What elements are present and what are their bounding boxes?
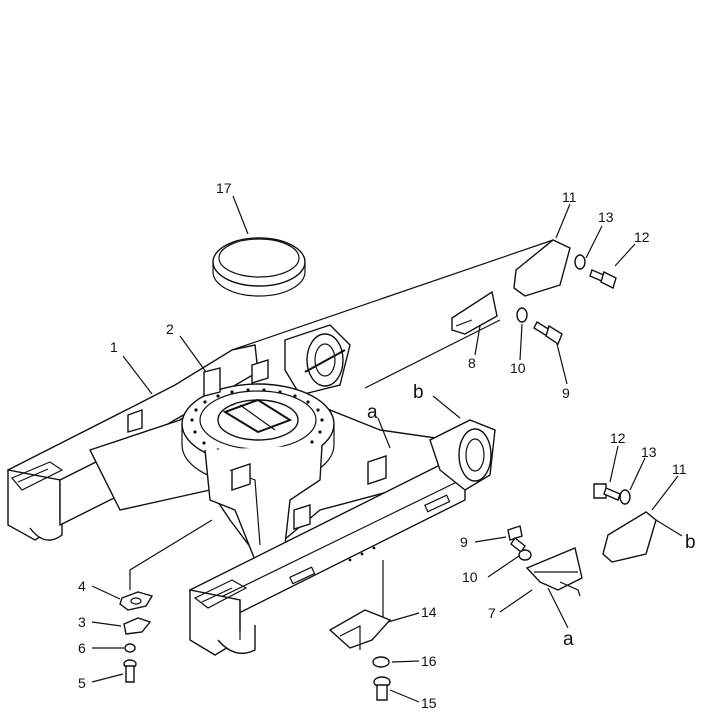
callout-4: 4 xyxy=(78,578,86,594)
cover-3 xyxy=(123,617,152,635)
washer-16 xyxy=(372,656,390,668)
ref-a-lower: a xyxy=(563,629,574,650)
washer-10-upper xyxy=(516,307,528,323)
bolt-9-lower xyxy=(507,525,526,554)
bolt-5 xyxy=(123,659,137,683)
callout-12-upper: 12 xyxy=(634,229,650,245)
ref-b-upper: b xyxy=(413,382,424,403)
callout-2: 2 xyxy=(166,321,174,337)
guard-plate-14 xyxy=(328,609,392,650)
callout-7: 7 xyxy=(488,605,496,621)
cover-plate-upper xyxy=(513,239,571,297)
callout-3: 3 xyxy=(78,614,86,630)
callout-8: 8 xyxy=(468,355,476,371)
bracket-7 xyxy=(525,547,583,597)
callout-12-lower: 12 xyxy=(610,430,626,446)
seal-ring-part xyxy=(212,237,306,297)
track-frame-part xyxy=(7,324,496,656)
bolt-9-upper xyxy=(533,321,563,346)
callout-13-lower: 13 xyxy=(641,444,657,460)
callout-labels: 17 2 1 11 13 12 8 10 9 b a 12 13 11 b 9 … xyxy=(78,180,696,711)
washer-13-lower xyxy=(619,489,631,505)
cover-plate-lower xyxy=(602,511,683,563)
callout-16: 16 xyxy=(421,653,437,669)
callout-6: 6 xyxy=(78,640,86,656)
bolt-15 xyxy=(373,676,391,701)
callout-10-lower: 10 xyxy=(462,569,478,585)
callout-1: 1 xyxy=(110,339,118,355)
ref-a-upper: a xyxy=(367,402,378,423)
bracket-8 xyxy=(451,290,498,335)
washer-13-upper xyxy=(574,254,586,270)
callout-10-upper: 10 xyxy=(510,360,526,376)
callout-9-upper: 9 xyxy=(562,385,570,401)
callout-13-upper: 13 xyxy=(598,209,614,225)
bolt-12-upper xyxy=(589,269,617,289)
plate-4 xyxy=(119,591,154,611)
ref-b-lower: b xyxy=(685,532,696,553)
callout-5: 5 xyxy=(78,675,86,691)
callout-14: 14 xyxy=(421,604,437,620)
callout-11-lower: 11 xyxy=(672,461,687,477)
leader-lines-long xyxy=(129,239,554,620)
bolt-12-lower xyxy=(593,483,621,501)
washer-6 xyxy=(124,643,136,653)
callout-11-upper: 11 xyxy=(562,189,577,205)
callout-17: 17 xyxy=(216,180,232,196)
washer-10-lower xyxy=(518,549,532,561)
callout-15: 15 xyxy=(421,695,437,711)
callout-9-lower: 9 xyxy=(460,534,468,550)
callout-leaders xyxy=(91,195,679,703)
